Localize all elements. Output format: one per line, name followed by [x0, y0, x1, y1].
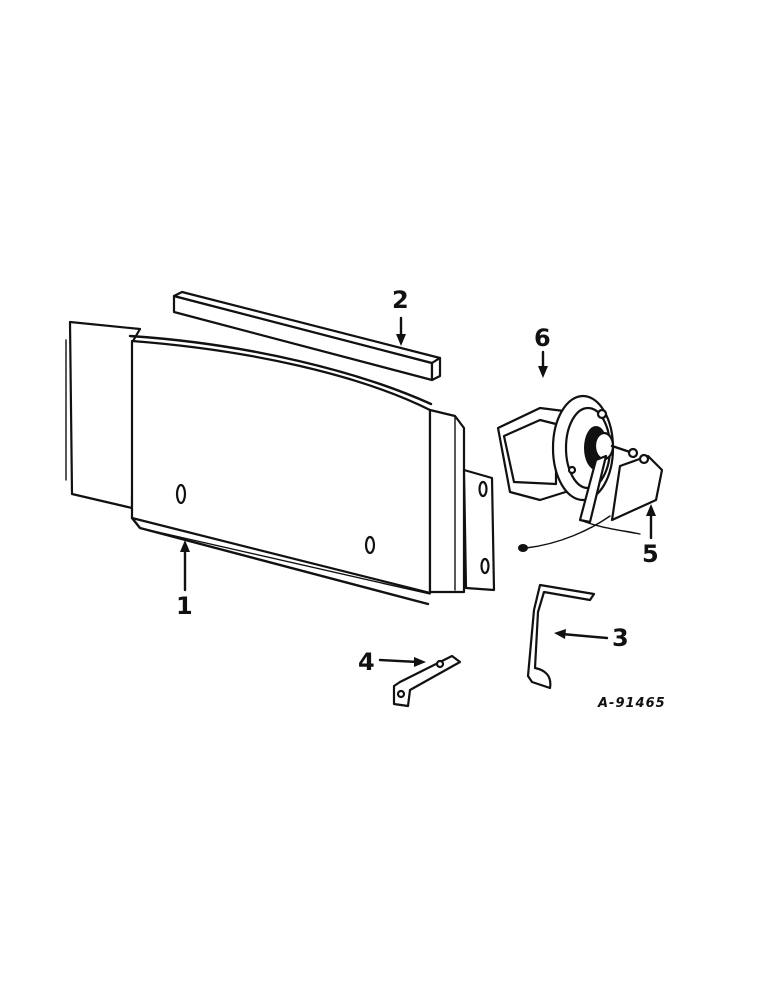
part-3-bracket: [526, 583, 596, 690]
figure-id: A-91465: [597, 696, 666, 711]
callouts: 1 2 3 4 5 6: [176, 286, 659, 676]
callout-1: 1: [176, 592, 193, 620]
part-4-bracket: [392, 654, 462, 708]
leader-lines: [180, 316, 656, 667]
part-6-horn: [496, 394, 639, 502]
part-2-strip: [172, 290, 442, 382]
callout-6: 6: [534, 324, 551, 352]
callout-3: 3: [612, 624, 629, 652]
part-5-bracket: [518, 453, 664, 552]
callout-5: 5: [642, 540, 659, 568]
callout-4: 4: [358, 648, 375, 676]
part-1-panel: [65, 320, 496, 606]
callout-2: 2: [392, 286, 409, 314]
